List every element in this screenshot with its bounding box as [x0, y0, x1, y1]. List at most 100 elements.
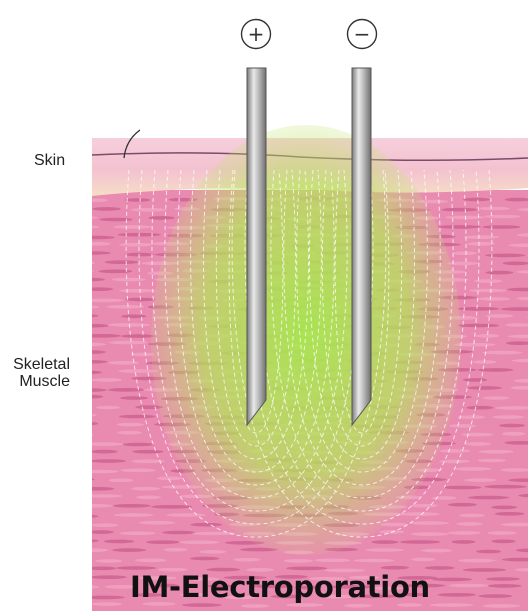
- muscle-fiber: [502, 432, 526, 436]
- muscle-fiber: [70, 305, 100, 309]
- muscle-fiber: [476, 550, 501, 554]
- muscle-fiber: [443, 486, 482, 490]
- muscle-fiber: [106, 305, 144, 309]
- muscle-fiber: [88, 567, 116, 571]
- muscle-fiber: [410, 532, 448, 536]
- muscle-fiber: [478, 297, 511, 301]
- muscle-fiber: [400, 512, 440, 516]
- muscle-fiber: [190, 523, 222, 527]
- muscle-fiber: [113, 225, 152, 229]
- muscle-fiber: [82, 198, 108, 202]
- muscle-fiber: [69, 388, 107, 392]
- muscle-fiber: [478, 594, 512, 598]
- muscle-fiber: [457, 307, 499, 311]
- muscle-fiber: [484, 215, 520, 219]
- muscle-fiber: [104, 540, 134, 544]
- muscle-fiber: [112, 548, 146, 552]
- muscle-fiber: [400, 540, 440, 544]
- muscle-fiber: [499, 424, 525, 428]
- muscle-fiber: [372, 540, 399, 544]
- muscle-fiber: [467, 242, 495, 246]
- muscle-fiber: [121, 334, 155, 338]
- skeletal-muscle-label: Skeletal Muscle: [0, 356, 70, 390]
- muscle-fiber: [82, 334, 121, 338]
- muscle-fiber: [112, 278, 146, 282]
- muscle-fiber: [478, 459, 507, 463]
- muscle-fiber: [483, 604, 521, 608]
- muscle-fiber: [119, 243, 153, 247]
- muscle-fiber: [75, 548, 108, 552]
- muscle-fiber: [486, 577, 520, 581]
- muscle-fiber: [108, 388, 145, 392]
- muscle-fiber: [120, 532, 156, 536]
- positive-symbol: +: [248, 22, 265, 46]
- muscle-fiber: [200, 550, 227, 554]
- muscle-fiber: [91, 602, 122, 606]
- muscle-fiber: [458, 324, 499, 328]
- muscle-fiber: [461, 433, 493, 437]
- muscle-fiber: [440, 449, 472, 453]
- muscle-fiber: [484, 485, 526, 489]
- muscle-fiber: [67, 225, 99, 229]
- muscle-fiber: [381, 566, 409, 570]
- muscle-fiber: [66, 478, 95, 482]
- muscle-fiber: [62, 515, 99, 519]
- muscle-fiber: [315, 559, 351, 563]
- muscle-fiber: [151, 505, 192, 509]
- muscle-fiber: [432, 578, 472, 582]
- muscle-fiber: [114, 513, 154, 517]
- muscle-fiber: [71, 504, 113, 508]
- muscle-fiber: [468, 496, 509, 500]
- muscle-fiber: [96, 559, 123, 563]
- muscle-fiber: [459, 514, 485, 518]
- muscle-fiber: [456, 522, 483, 526]
- skin-label: Skin: [34, 152, 65, 169]
- muscle-fiber: [71, 371, 102, 375]
- muscle-fiber: [448, 503, 477, 507]
- muscle-fiber: [166, 513, 205, 517]
- muscle-fiber: [109, 341, 148, 345]
- negative-electrode: [352, 68, 371, 425]
- muscle-fiber: [464, 478, 496, 482]
- muscle-fiber: [78, 487, 115, 491]
- muscle-fiber: [283, 559, 313, 563]
- muscle-fiber: [71, 343, 106, 347]
- electric-field: [151, 125, 461, 555]
- muscle-fiber: [82, 299, 124, 303]
- muscle-fiber: [485, 254, 525, 258]
- muscle-fiber: [488, 531, 516, 535]
- muscle-fiber: [66, 433, 94, 437]
- muscle-fiber: [91, 450, 118, 454]
- muscle-fiber: [457, 415, 485, 419]
- muscle-fiber: [146, 540, 180, 544]
- muscle-fiber: [485, 271, 513, 275]
- minus-circle-icon: −: [348, 20, 377, 49]
- muscle-fiber: [130, 208, 167, 212]
- muscle-fiber: [411, 558, 435, 562]
- muscle-label-line1: Skeletal: [0, 356, 70, 373]
- muscle-fiber: [91, 523, 118, 527]
- muscle-fiber: [123, 443, 154, 447]
- muscle-fiber: [71, 585, 100, 589]
- muscle-fiber: [119, 415, 155, 419]
- muscle-fiber: [108, 361, 139, 365]
- muscle-fiber: [86, 494, 122, 498]
- muscle-fiber: [96, 406, 120, 410]
- muscle-fiber: [449, 584, 489, 588]
- muscle-fiber: [479, 207, 510, 211]
- muscle-fiber: [469, 289, 507, 293]
- muscle-fiber: [119, 289, 156, 293]
- muscle-fiber: [139, 521, 175, 525]
- muscle-fiber: [90, 575, 126, 579]
- muscle-fiber: [83, 596, 124, 600]
- muscle-fiber: [76, 395, 104, 399]
- muscle-fiber: [447, 262, 478, 266]
- muscle-fiber: [67, 269, 93, 273]
- muscle-fiber: [84, 442, 124, 446]
- muscle-fiber: [90, 459, 126, 463]
- muscle-fiber: [68, 261, 95, 265]
- muscle-fiber: [109, 479, 134, 483]
- muscle-fiber: [410, 504, 437, 508]
- muscle-fiber: [463, 235, 499, 239]
- muscle-fiber: [241, 604, 269, 608]
